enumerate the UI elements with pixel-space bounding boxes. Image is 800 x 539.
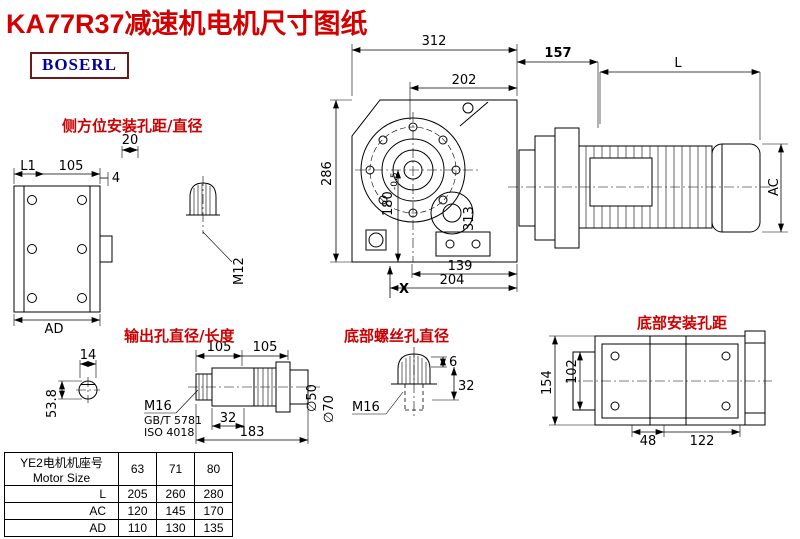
cell-AD-63: 110 bbox=[118, 519, 157, 537]
output-shaft-detail: 14 53.8 105 105 M16 GB/T 5781 ISO 4018 bbox=[45, 340, 337, 444]
cell-AC-63: 120 bbox=[118, 502, 157, 520]
cell-L-71: 260 bbox=[156, 485, 195, 503]
shaft-standard-1: GB/T 5781 bbox=[144, 414, 202, 427]
x-reference: X bbox=[399, 282, 409, 297]
table-row-AD: AD 110 130 135 bbox=[4, 519, 233, 537]
motor-size-table: YE2电机机座号 Motor Size 63 71 80 L 205 260 2… bbox=[4, 452, 233, 537]
dim-ac: AC bbox=[767, 178, 782, 196]
bottom-screw-detail: M16 6 32 bbox=[352, 347, 475, 417]
label-side-mount: 侧方位安装孔距/直径 bbox=[62, 117, 202, 135]
dim-axis-height: 180 bbox=[381, 191, 396, 216]
dim-105-left: 105 bbox=[59, 159, 84, 174]
motor-dimensions: 157 L AC bbox=[517, 46, 788, 233]
table-row-AC: AC 120 145 170 bbox=[4, 502, 233, 520]
dim-bottom-48: 48 bbox=[640, 434, 657, 449]
dim-ad: AD bbox=[45, 322, 64, 337]
dim-front-width: 312 bbox=[422, 34, 447, 49]
dim-shaft-105b: 105 bbox=[253, 340, 278, 355]
dim-key-height: 53.8 bbox=[45, 389, 60, 418]
motor-side-view bbox=[508, 127, 772, 249]
callout-labels: 侧方位安装孔距/直径 输出孔直径/长度 底部螺丝孔直径 底部安装孔距 bbox=[62, 117, 727, 345]
row-label-AD: AD bbox=[4, 519, 119, 537]
dim-l1: L1 bbox=[20, 159, 36, 174]
dim-shaft-d50: ∅50 bbox=[305, 384, 320, 412]
dim-base-inner: 139 bbox=[448, 259, 473, 274]
dim-shaft-d70: ∅70 bbox=[322, 395, 337, 423]
table-header-en: Motor Size bbox=[32, 470, 91, 485]
dim-shaft-105a: 105 bbox=[207, 340, 232, 355]
dim-bottom-32: 32 bbox=[458, 379, 475, 394]
cell-AC-71: 145 bbox=[156, 502, 195, 520]
dim-bottom-154: 154 bbox=[540, 370, 555, 395]
dim-bottom-6: 6 bbox=[449, 355, 457, 370]
dim-motor-length: L bbox=[674, 56, 682, 71]
side-hole-detail: 20 M12 bbox=[121, 133, 247, 285]
bottom-view-dimensions: 154 102 48 122 bbox=[540, 335, 741, 449]
table-header-cn: YE2电机机座号 bbox=[20, 455, 103, 470]
dim-base-width: 204 bbox=[440, 273, 465, 288]
table-header-title: YE2电机机座号 Motor Size bbox=[4, 452, 119, 486]
dim-side-hole-depth: 20 bbox=[122, 133, 139, 148]
cell-L-63: 205 bbox=[118, 485, 157, 503]
dim-axis-height-tol: -0.5 bbox=[390, 172, 400, 190]
bottom-view bbox=[565, 330, 772, 426]
left-side-view bbox=[13, 185, 113, 313]
table-size-71: 71 bbox=[156, 452, 195, 486]
cell-AD-71: 130 bbox=[156, 519, 195, 537]
label-output: 输出孔直径/长度 bbox=[124, 327, 235, 345]
row-label-AC: AC bbox=[4, 502, 119, 520]
dim-bottom-102: 102 bbox=[565, 359, 580, 384]
brand-logo: BOSERL bbox=[30, 52, 129, 79]
label-bottom-mount: 底部安装孔距 bbox=[637, 314, 727, 332]
cell-AC-80: 170 bbox=[194, 502, 233, 520]
label-bottom-screw: 底部螺丝孔直径 bbox=[344, 327, 449, 345]
dim-bottom-thread: M16 bbox=[352, 400, 380, 415]
table-header-row: YE2电机机座号 Motor Size 63 71 80 bbox=[4, 452, 233, 486]
dim-side-hole-thread: M12 bbox=[232, 257, 247, 285]
row-label-L: L bbox=[4, 485, 119, 503]
cell-L-80: 280 bbox=[194, 485, 233, 503]
dim-bottom-122: 122 bbox=[690, 434, 715, 449]
dim-key-width: 14 bbox=[80, 348, 97, 363]
dim-adapter-length: 157 bbox=[544, 46, 571, 61]
dim-shaft-thread: M16 bbox=[144, 399, 172, 414]
front-view bbox=[351, 99, 518, 263]
dim-front-inner-width: 202 bbox=[452, 73, 477, 88]
table-size-80: 80 bbox=[194, 452, 233, 486]
dim-holes: 313 bbox=[462, 206, 477, 231]
shaft-standard-2: ISO 4018 bbox=[144, 426, 194, 439]
dim-4: 4 bbox=[112, 171, 120, 186]
cell-AD-80: 135 bbox=[194, 519, 233, 537]
page-title: KA77R37减速机电机尺寸图纸 bbox=[6, 9, 368, 39]
dim-shaft-32: 32 bbox=[220, 411, 237, 426]
front-view-dimensions: 312 202 286 180 -0.5 313 139 204 X bbox=[320, 34, 518, 298]
table-size-63: 63 bbox=[118, 452, 157, 486]
dim-front-height: 286 bbox=[320, 161, 335, 186]
table-row-L: L 205 260 280 bbox=[4, 485, 233, 503]
left-view-dimensions: L1 105 4 AD bbox=[13, 159, 120, 337]
dim-shaft-183: 183 bbox=[240, 425, 265, 440]
